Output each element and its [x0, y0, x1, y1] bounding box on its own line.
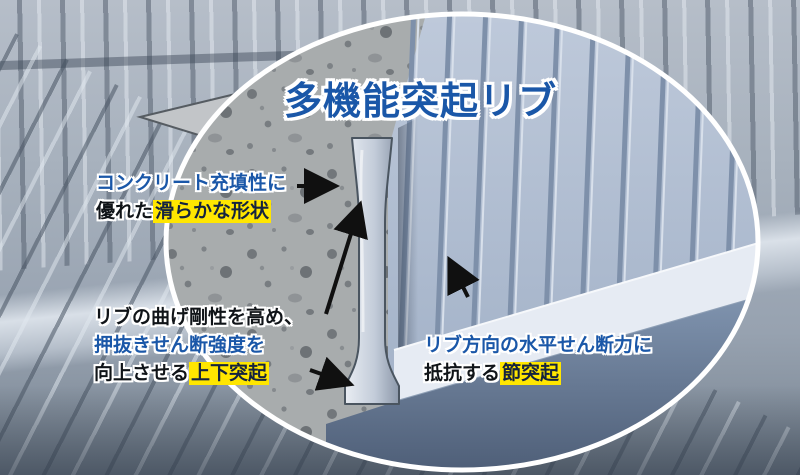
title: 多機能突起リブ: [284, 81, 558, 123]
callout-updown-line1: リブの曲げ剛性を高め、: [94, 307, 304, 328]
arrow-node-protrusion: [447, 255, 480, 298]
callout-node-highlight: 節突起: [500, 362, 562, 385]
bubble-outline: [163, 11, 761, 473]
rib-corner-shadow: [398, 118, 418, 392]
arrow-lower-protrusion: [309, 356, 355, 391]
callout-node-line1: リブ方向の水平せん断力に: [424, 335, 653, 356]
callout-updown-line2: 押抜きせん断強度を: [94, 335, 266, 356]
bottom-flange-highlight: [394, 242, 758, 402]
callout-node-line2-prefix: 抵抗する: [424, 363, 501, 384]
bubble-content: [166, 14, 758, 470]
arrow-upper-protrusion: [324, 200, 368, 315]
callout-updown-line3-prefix: 向上させる: [94, 363, 190, 384]
callout-updown-highlight: 上下突起: [189, 362, 270, 385]
callout-arrows: [297, 168, 480, 391]
callout-node: リブ方向の水平せん断力に 抵抗する節突起: [424, 332, 652, 388]
callout-smooth-highlight: 滑らかな形状: [153, 200, 272, 223]
callout-upper-lower: リブの曲げ剛性を高め、 押抜きせん断強度を 向上させる上下突起: [94, 304, 303, 388]
callout-smooth-line2-prefix: 優れた: [96, 201, 154, 222]
callout-smooth-line1: コンクリート充填性に: [96, 173, 287, 194]
callout-smooth-shape: コンクリート充填性に 優れた滑らかな形状: [96, 170, 286, 226]
